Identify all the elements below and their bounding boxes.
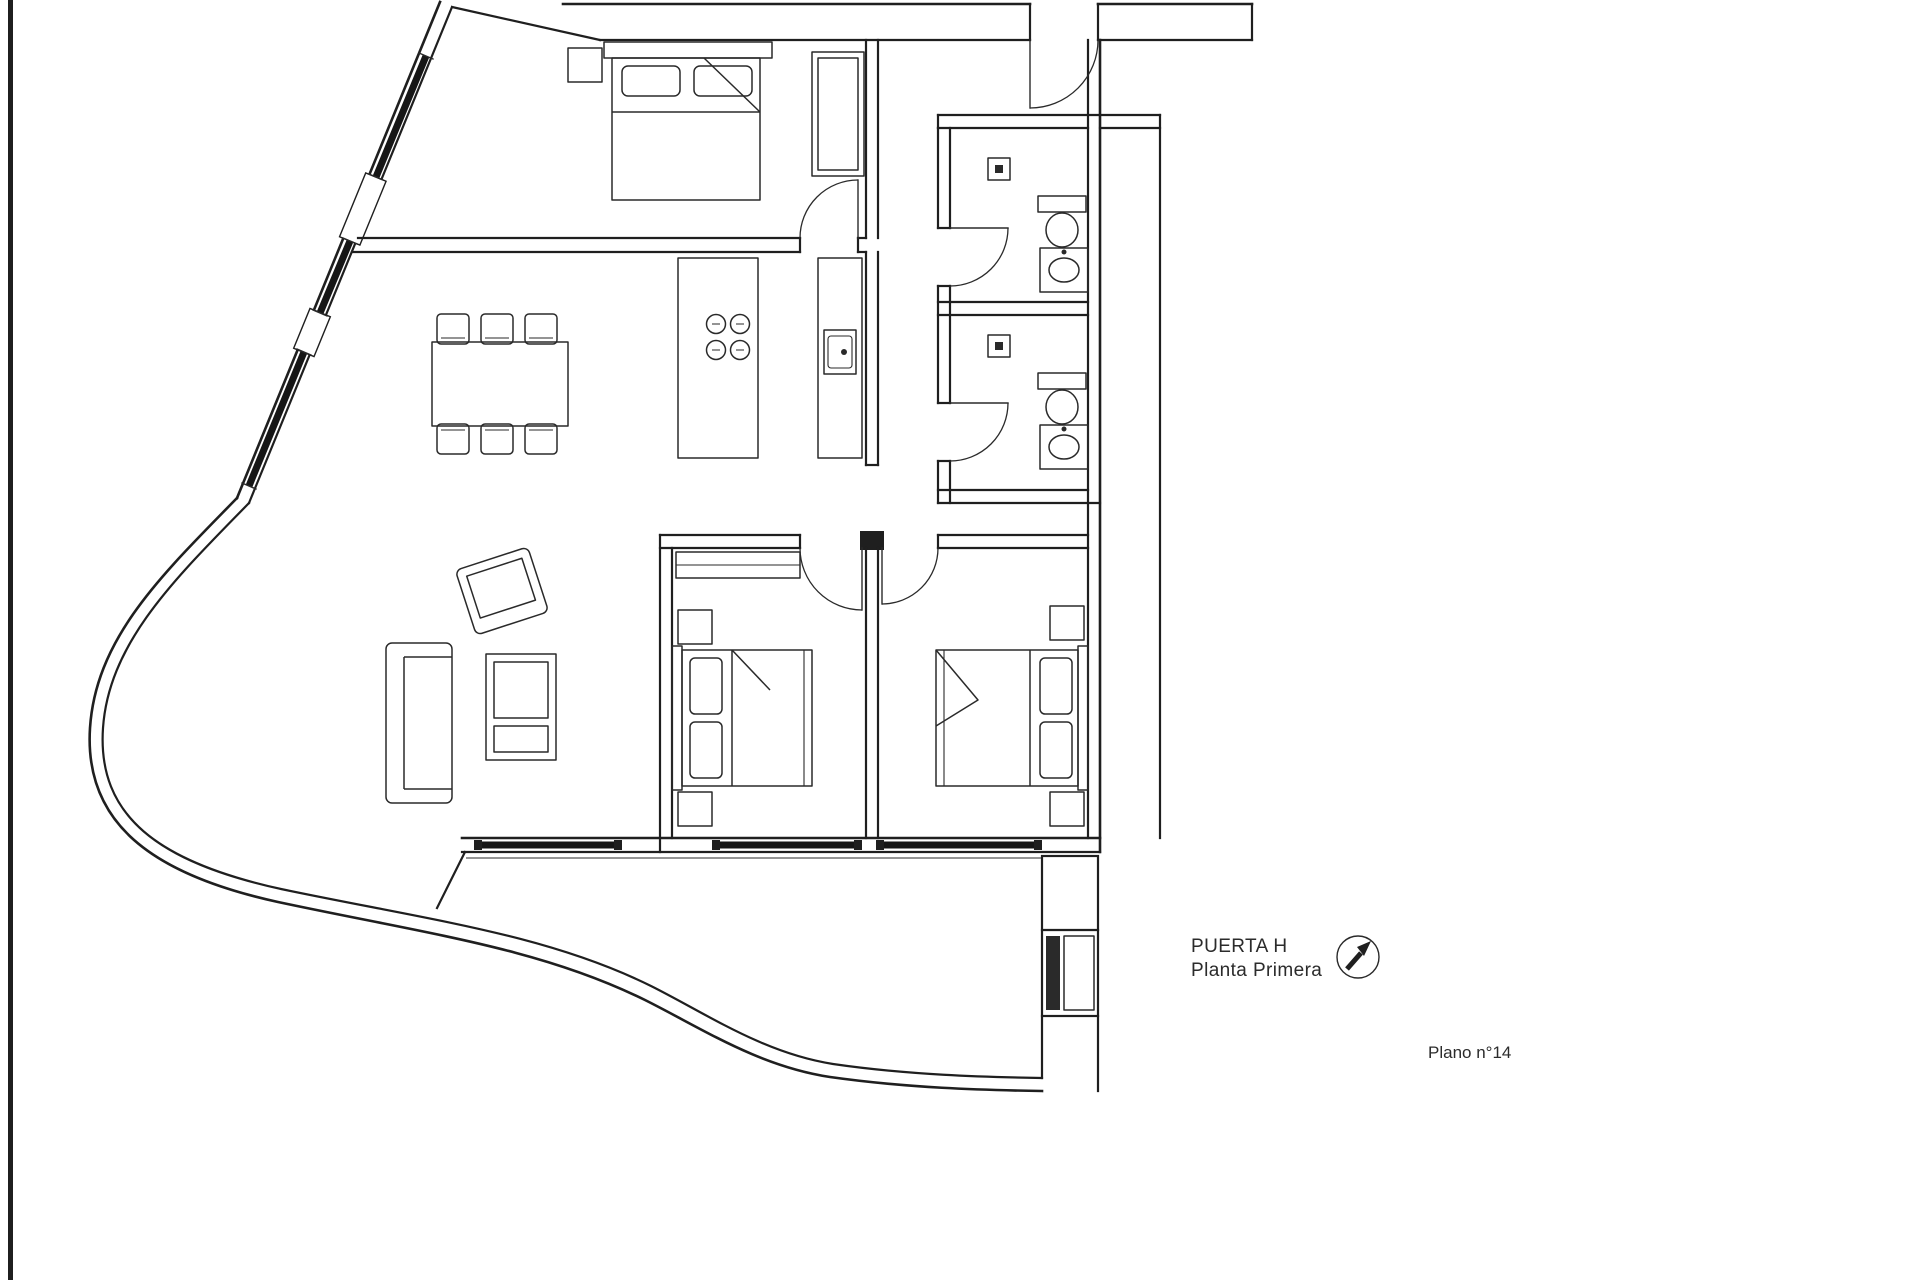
door-label: PUERTA H xyxy=(1191,936,1287,957)
pillow xyxy=(1039,657,1073,715)
window-glazing xyxy=(241,52,1042,850)
sink xyxy=(1039,247,1089,293)
service-shaft xyxy=(1040,854,1100,1093)
nightstand xyxy=(567,47,603,83)
kitchen-island xyxy=(677,257,759,459)
double-bed xyxy=(611,57,761,201)
pillow xyxy=(689,657,723,715)
nightstand xyxy=(1049,791,1085,827)
bed-headboard xyxy=(1077,645,1089,791)
furniture-bathroom-1 xyxy=(987,157,1089,293)
faucet xyxy=(1061,426,1067,432)
doors xyxy=(799,39,1099,611)
dining-chairs xyxy=(436,313,558,455)
bed-headboard xyxy=(603,41,773,59)
furniture-top-bedroom xyxy=(567,41,865,201)
pillow xyxy=(1039,721,1073,779)
bed-headboard xyxy=(671,645,683,791)
wall-post xyxy=(860,531,884,550)
floor-label: Planta Primera xyxy=(1191,960,1322,981)
exterior-walls xyxy=(88,0,1254,1093)
sofa xyxy=(385,642,453,804)
wardrobe-inner xyxy=(817,57,859,171)
kitchen-sink xyxy=(823,329,857,375)
sink-basin xyxy=(1048,434,1080,460)
north-arrow-icon xyxy=(1336,935,1380,979)
furniture-bedroom-b xyxy=(935,605,1089,827)
dining-table xyxy=(431,341,569,427)
shower-drain xyxy=(987,157,1011,181)
title-block: PUERTA H Planta Primera xyxy=(1191,936,1322,981)
nightstand xyxy=(677,791,713,827)
sheet-margin-line xyxy=(8,0,13,1280)
faucet xyxy=(1061,249,1067,255)
sheet-number-label: Plano n°14 xyxy=(1428,1043,1511,1062)
furniture-dining xyxy=(431,313,569,455)
wardrobe xyxy=(811,51,865,177)
nightstand xyxy=(677,609,713,645)
nightstand xyxy=(1049,605,1085,641)
furniture-kitchen xyxy=(677,257,863,459)
interior-walls xyxy=(350,38,1102,854)
furniture-living xyxy=(385,547,557,804)
cooktop xyxy=(705,313,751,361)
furniture-bathroom-2 xyxy=(987,334,1089,470)
toilet-tank xyxy=(1037,372,1087,390)
tv-unit xyxy=(485,653,557,761)
shower-drain xyxy=(987,334,1011,358)
faucet xyxy=(841,349,847,355)
toilet-tank xyxy=(1037,195,1087,213)
north-indicator xyxy=(1336,935,1380,979)
toilet-bowl xyxy=(1045,389,1079,425)
armchair xyxy=(456,547,548,635)
sink xyxy=(1039,424,1089,470)
toilet-bowl xyxy=(1045,212,1079,248)
pillow xyxy=(689,721,723,779)
double-bed xyxy=(935,649,1079,787)
furniture-bedroom-a xyxy=(671,551,813,827)
pillow xyxy=(693,65,753,97)
kitchen-counter xyxy=(817,257,863,459)
pillow xyxy=(621,65,681,97)
sink-basin xyxy=(1048,257,1080,283)
window-mullion xyxy=(338,171,387,247)
double-bed xyxy=(681,649,813,787)
